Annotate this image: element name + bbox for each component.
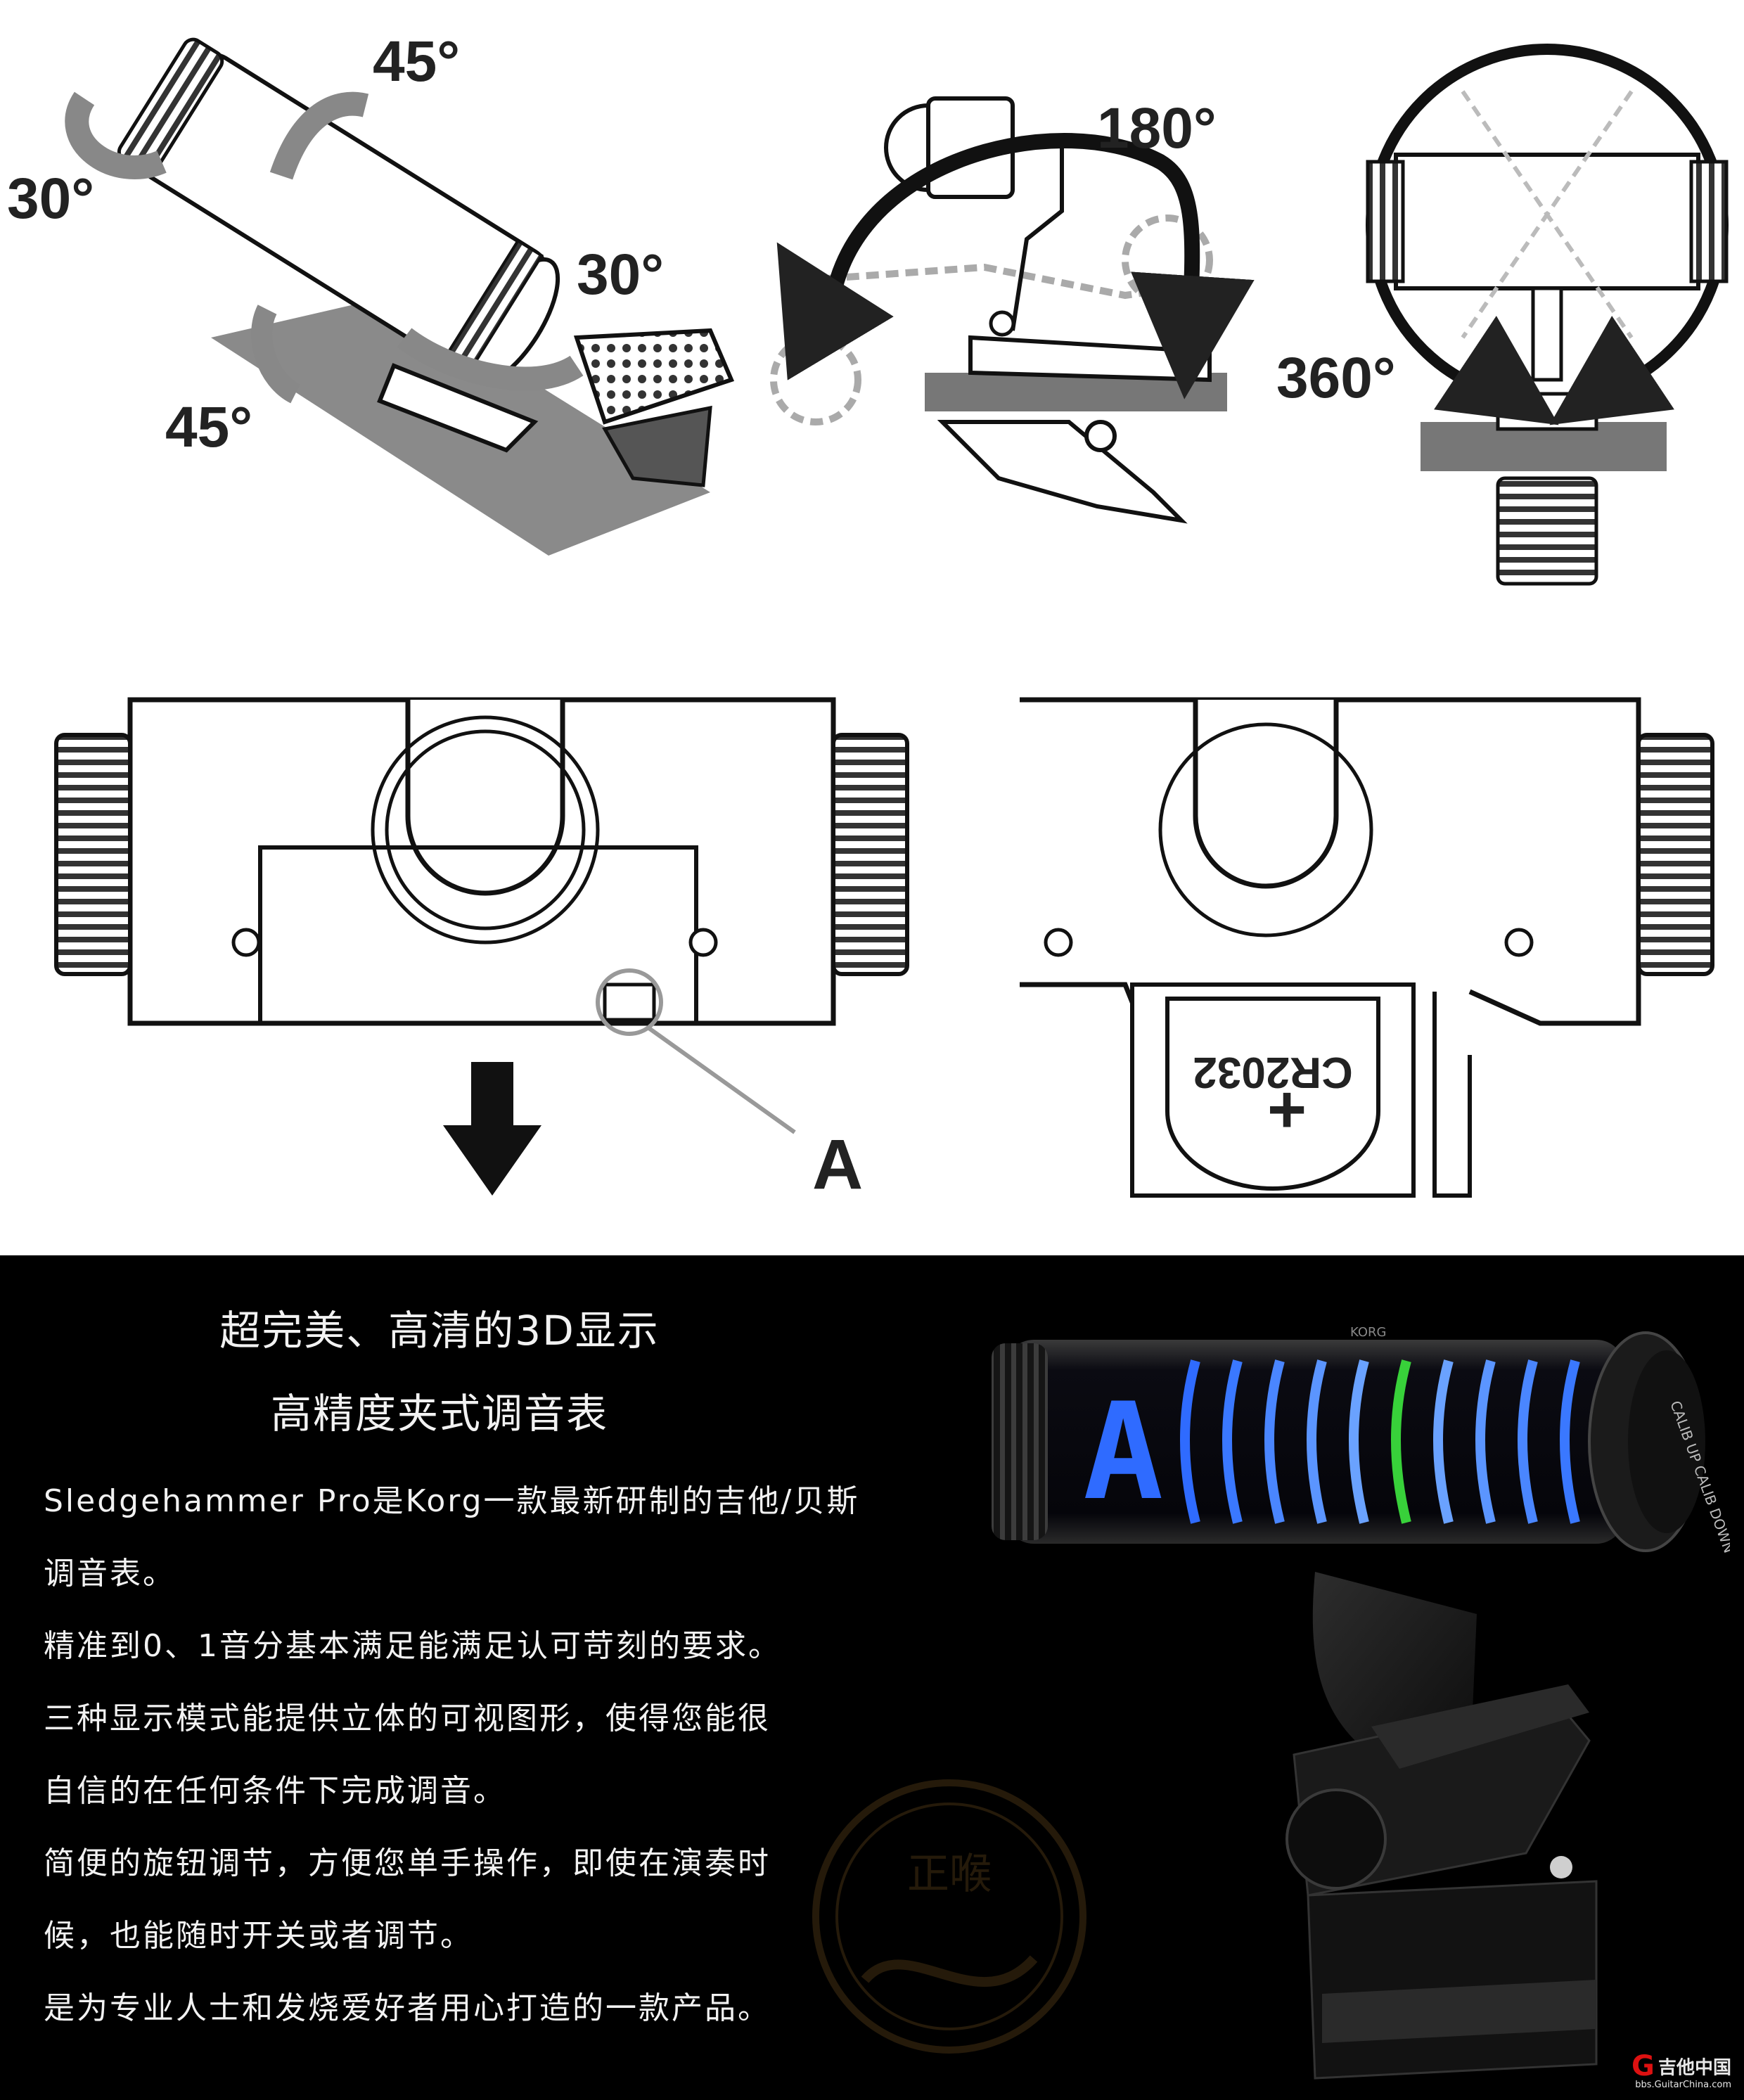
clip-head (1496, 392, 1598, 431)
callout-letter: A (812, 1125, 863, 1204)
clip-base (377, 363, 539, 453)
battery-model: CR2032 (1193, 1048, 1352, 1096)
screw-right-open (1504, 928, 1534, 957)
knob-right-open (1636, 733, 1714, 976)
meter-stripe (1222, 1359, 1243, 1524)
stem (1531, 286, 1563, 382)
label-top-tilt: 45° (373, 30, 460, 94)
meter-stripe (1475, 1359, 1496, 1524)
product-promo-panel: 超完美、高清的3D显示 高精度夹式调音表 Sledgehammer Pro是Ko… (0, 1255, 1744, 2100)
meter-stripe-center (1391, 1359, 1411, 1524)
u-slot (405, 700, 565, 896)
arrow-right (1549, 316, 1674, 425)
ring-inner (385, 729, 586, 930)
meter-stripe (1433, 1359, 1454, 1524)
ghost-path (787, 263, 1224, 300)
watermark-seal: 正喉 (812, 1779, 1086, 2054)
meter-stripe (1180, 1359, 1200, 1524)
clip-spring (1285, 1788, 1387, 1890)
clip-top (968, 335, 1212, 383)
knob-right (1689, 160, 1729, 283)
tuner-product-photo: CALIB UP CALIB DOWN KORG A (992, 1325, 1730, 2080)
clip-hinge (1084, 420, 1117, 452)
battery-plus: + (1267, 1072, 1307, 1147)
down-arrow (443, 1062, 541, 1196)
clip-lower-jaw (1307, 1880, 1598, 2080)
description-line: 自信的在任何条件下完成调音。 (44, 1773, 506, 1809)
diagram-panel: 45° 30° 30° 45° 180° (7, 30, 1729, 1204)
logo-g-icon: G (1631, 2050, 1655, 2082)
screw (989, 310, 1015, 337)
tilt-rotation-diagram: 45° 30° 30° 45° (7, 30, 735, 556)
ghost-head-left (770, 334, 861, 425)
clip-lower-pad (1322, 1980, 1596, 2043)
latch-a (603, 982, 656, 1022)
clip-pivot-pin (1550, 1856, 1572, 1878)
promo-heading: 超完美、高清的3D显示 (219, 1307, 660, 1355)
label-bottom-tilt: 45° (165, 395, 252, 459)
brand-mark: KORG (1350, 1325, 1386, 1340)
description-line: 精准到0、1音分基本满足能满足认可苛刻的要求。 (44, 1628, 781, 1664)
label-right-roll: 30° (577, 243, 664, 307)
meter-stripe (1560, 1359, 1580, 1524)
label-left-roll: 30° (7, 167, 94, 231)
left-knob (992, 1343, 1048, 1540)
clip-pad (573, 328, 735, 425)
promo-description: Sledgehammer Pro是Korg一款最新研制的吉他/贝斯 调音表。 精… (44, 1465, 958, 2044)
description-line: 候，也能随时开关或者调节。 (44, 1918, 473, 1954)
cr2032-battery (1165, 997, 1380, 1191)
screw-left-open (1044, 928, 1073, 957)
right-knob-face (1628, 1350, 1705, 1533)
ring-open (1158, 722, 1373, 937)
ghost-rotations (1461, 90, 1634, 339)
knob-left (1366, 160, 1405, 283)
roll-arrow-right (397, 328, 584, 391)
head-face (1394, 153, 1700, 290)
u-slot-open (1193, 700, 1339, 889)
description-line: Sledgehammer Pro是Korg一款最新研制的吉他/贝斯 (44, 1483, 860, 1519)
clip-jaw (602, 405, 712, 487)
roll-arrow-left (65, 91, 167, 179)
knob-right (831, 733, 909, 976)
meter-stripe (1349, 1359, 1369, 1524)
clip-pad-bottom (1496, 476, 1598, 586)
battery-door (1432, 992, 1472, 1198)
battery-cover-closed-diagram: A (54, 697, 909, 1204)
meter-stripe (1518, 1359, 1538, 1524)
label-head-rotate: 180° (1097, 96, 1217, 160)
screw-left (231, 928, 261, 957)
callout-line (646, 1025, 796, 1134)
swivel-arm (1011, 139, 1064, 331)
description-line: 三种显示模式能提供立体的可视图形，使得您能很 (44, 1701, 771, 1736)
description-line: 简便的旋钮调节，方便您单手操作，即使在演奏时 (44, 1845, 771, 1881)
knob-left (54, 733, 132, 976)
tilt-arrow-top (269, 91, 369, 180)
clip-pad (1371, 1684, 1589, 1769)
rotate-arrow-180 (822, 133, 1255, 399)
clip-bottom (937, 420, 1188, 524)
watermark-text: 正喉 (907, 1850, 992, 1899)
tilt-arrow-bottom (251, 305, 301, 404)
site-logo: G 吉他中国 bbs.GuitarChina.com (1631, 2050, 1731, 2090)
description-line: 是为专业人士和发烧爱好者用心打造的一款产品。 (44, 1990, 771, 2026)
description-line: 调音表。 (44, 1556, 176, 1592)
rotate-arrow-180-tail (776, 242, 894, 380)
latch-highlight (596, 968, 663, 1036)
ring-outer (371, 715, 600, 945)
battery-cover-open-diagram: CR2032 + (1020, 697, 1714, 1198)
battery-cover (258, 845, 698, 1025)
meter-stripe (1264, 1359, 1285, 1524)
promo-subheading: 高精度夹式调音表 (270, 1390, 608, 1438)
flip-rotation-diagram: 180° (770, 96, 1255, 524)
note-display: A (1083, 1374, 1163, 1530)
logo-name: 吉他中国 (1658, 2057, 1731, 2079)
arrow-left (1434, 316, 1559, 425)
screw-right (688, 928, 718, 957)
logo-url: bbs.GuitarChina.com (1635, 2080, 1731, 2090)
tuner-meter-stripes (1180, 1359, 1580, 1524)
spin-rotation-diagram: 360° (1276, 44, 1729, 586)
meter-stripe (1307, 1359, 1327, 1524)
label-full-rotate: 360° (1276, 346, 1396, 410)
